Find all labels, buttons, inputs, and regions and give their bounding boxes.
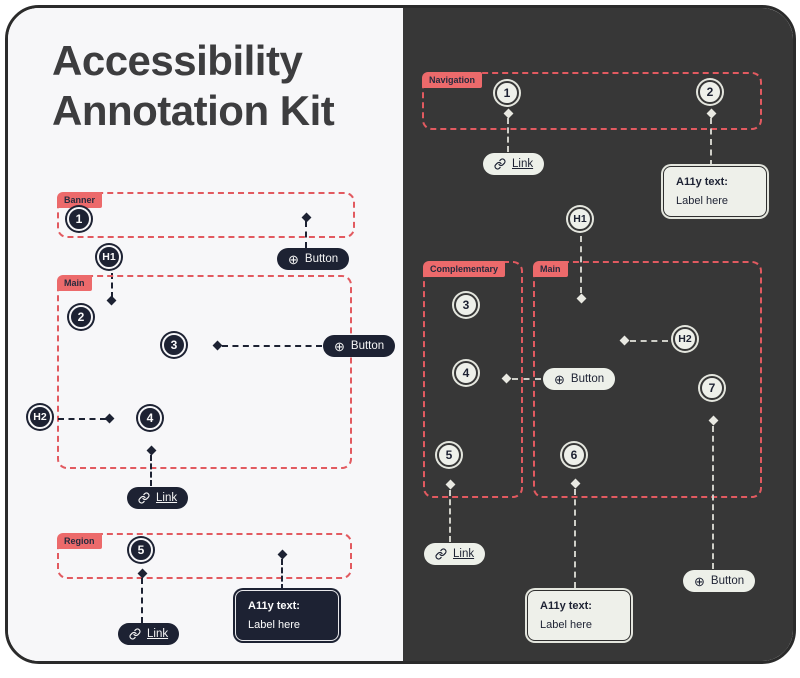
- connector-line: [281, 559, 283, 590]
- left-panel: [8, 8, 403, 661]
- a11y-card-title: A11y text:: [248, 600, 300, 612]
- link-pill[interactable]: Link: [424, 543, 486, 565]
- region-tag-complementary: Complementary: [423, 261, 506, 277]
- button-pill[interactable]: ⊕ Button: [683, 570, 756, 592]
- connector-line: [58, 418, 106, 420]
- connector-line: [150, 455, 152, 486]
- a11y-card-title: A11y text:: [676, 176, 728, 188]
- connector-line: [507, 118, 509, 152]
- region-box-navigation: Navigation: [422, 72, 762, 130]
- region-box-banner: Banner: [57, 192, 355, 238]
- a11y-card-title: A11y text:: [540, 600, 592, 612]
- link-pill[interactable]: Link: [118, 623, 180, 645]
- link-icon: [494, 158, 506, 170]
- a11y-card-body: Label here: [676, 195, 728, 207]
- region-tag-banner: Banner: [57, 192, 103, 208]
- connector-line: [580, 236, 582, 293]
- heading-badge-h2-left[interactable]: H2: [28, 405, 52, 429]
- connector-line: [222, 345, 322, 347]
- button-pill[interactable]: ⊕ Button: [543, 368, 616, 390]
- region-tag-navigation: Navigation: [422, 72, 483, 88]
- connector-line: [710, 118, 712, 166]
- connector-line: [111, 273, 113, 298]
- plus-circle-icon: ⊕: [554, 371, 565, 387]
- kit-card: Accessibility Annotation Kit Banner 1 ⊕ …: [5, 5, 796, 664]
- marker-4-left[interactable]: 4: [138, 406, 162, 430]
- connector-line: [512, 378, 541, 380]
- region-tag-region: Region: [57, 533, 102, 549]
- heading-badge-h1-right[interactable]: H1: [568, 207, 592, 231]
- link-pill-label: Link: [156, 492, 178, 504]
- marker-3-right[interactable]: 3: [454, 293, 478, 317]
- connector-line: [305, 221, 307, 248]
- marker-5-right[interactable]: 5: [437, 443, 461, 467]
- marker-5-left[interactable]: 5: [129, 538, 153, 562]
- link-pill-label: Link: [512, 158, 534, 170]
- page-title: Accessibility Annotation Kit: [52, 37, 335, 135]
- button-pill[interactable]: ⊕ Button: [323, 335, 396, 357]
- heading-badge-h1-left[interactable]: H1: [97, 245, 121, 269]
- link-pill[interactable]: Link: [127, 487, 189, 509]
- button-pill-label: Button: [304, 253, 339, 265]
- marker-2-right[interactable]: 2: [698, 80, 722, 104]
- connector-line: [712, 426, 714, 569]
- button-pill-label: Button: [350, 340, 385, 352]
- a11y-text-card: A11y text: Label here: [527, 590, 631, 641]
- connector-line: [630, 340, 668, 342]
- a11y-text-card: A11y text: Label here: [663, 166, 767, 217]
- region-box-main-left: Main: [57, 275, 352, 469]
- marker-4-right[interactable]: 4: [454, 361, 478, 385]
- plus-circle-icon: ⊕: [334, 338, 345, 354]
- link-pill[interactable]: Link: [483, 153, 545, 175]
- link-pill-label: Link: [147, 628, 169, 640]
- plus-circle-icon: ⊕: [694, 573, 705, 589]
- link-pill-label: Link: [453, 548, 475, 560]
- region-tag-main-right: Main: [533, 261, 568, 277]
- link-icon: [435, 548, 447, 560]
- button-pill-label: Button: [570, 373, 605, 385]
- marker-2-left[interactable]: 2: [69, 305, 93, 329]
- connector-line: [141, 578, 143, 623]
- link-icon: [138, 492, 150, 504]
- marker-7-right[interactable]: 7: [700, 376, 724, 400]
- link-icon: [129, 628, 141, 640]
- a11y-text-card: A11y text: Label here: [235, 590, 339, 641]
- connector-line: [449, 490, 451, 542]
- plus-circle-icon: ⊕: [288, 251, 299, 267]
- marker-3-left[interactable]: 3: [162, 333, 186, 357]
- button-pill-label: Button: [710, 575, 745, 587]
- heading-badge-h2-right[interactable]: H2: [673, 327, 697, 351]
- a11y-card-body: Label here: [248, 619, 300, 631]
- marker-1-left[interactable]: 1: [67, 207, 91, 231]
- region-box-region: Region: [57, 533, 352, 579]
- a11y-card-body: Label here: [540, 619, 592, 631]
- marker-1-right[interactable]: 1: [495, 81, 519, 105]
- region-tag-main-left: Main: [57, 275, 92, 291]
- button-pill[interactable]: ⊕ Button: [277, 248, 350, 270]
- marker-6-right[interactable]: 6: [562, 443, 586, 467]
- connector-line: [574, 489, 576, 588]
